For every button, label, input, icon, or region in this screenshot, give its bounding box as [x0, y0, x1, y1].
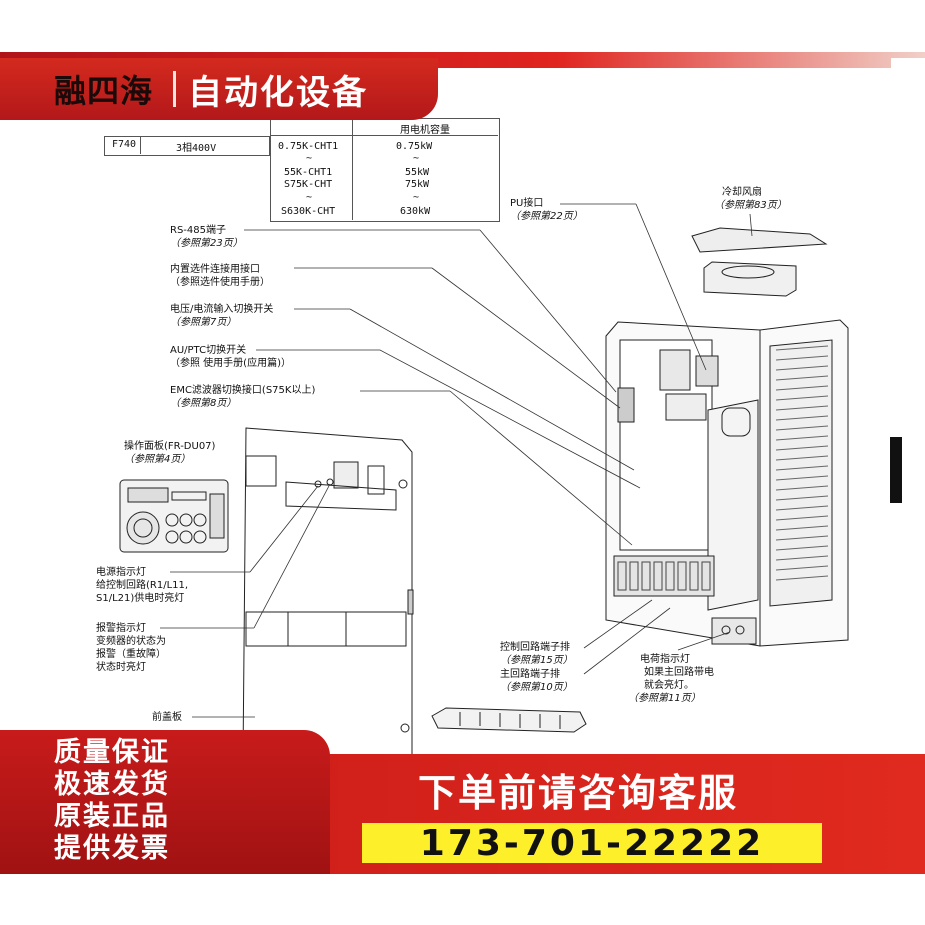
callout-emc-filter: EMC滤波器切换接口(S75K以上) （参照第8页） [170, 384, 315, 410]
inverter-body-drawing [605, 319, 849, 647]
promo-line-shipping: 极速发货 [54, 769, 170, 800]
promo-line-genuine: 原装正品 [54, 801, 170, 832]
spec-row-4-capacity: 630kW [400, 206, 431, 217]
callout-au-ptc: AU/PTC切换开关 （参照 使用手册(应用篇)） [170, 344, 291, 370]
charge-led-line-1: 电荷指示灯 [640, 654, 690, 665]
callout-option-title: 内置选件连接用接口 [170, 264, 260, 275]
front-cover-title: 前盖板 [152, 712, 182, 723]
callout-control-terminal: 控制回路端子排 （参照第15页） [500, 641, 573, 667]
callout-au-ref: （参照 使用手册(应用篇)） [170, 358, 291, 369]
spec-model: F740 [112, 139, 137, 150]
callout-main-terminal: 主回路端子排 （参照第10页） [500, 668, 573, 694]
callout-front-cover: 前盖板 [152, 711, 182, 724]
callout-cooling-fan: 冷却风扇 （参照第83页） [714, 186, 787, 212]
spec-phase: 3相400V [176, 143, 217, 154]
spec-row-3-capacity: 75kW [405, 179, 430, 190]
spec-tilde-4: ~ [413, 192, 420, 203]
callout-vi-switch: 电压/电流输入切换开关 （参照第7页） [170, 303, 273, 329]
callout-emc-title: EMC滤波器切换接口(S75K以上) [170, 385, 316, 396]
charge-led-ref: （参照第11页） [628, 693, 701, 704]
callout-power-led: 电源指示灯 给控制回路(R1/L11, S1/L21)供电时亮灯 [96, 566, 188, 605]
charge-led-line-3: 就会亮灯。 [644, 680, 694, 691]
phone-highlight [362, 823, 822, 863]
callout-rs485-ref: （参照第23页） [170, 238, 243, 249]
brand-slogan: 自动化设备 [188, 72, 369, 113]
alarm-led-line-2: 变频器的状态为 [96, 636, 166, 647]
callout-option-ref: （参照选件使用手册） [170, 277, 270, 288]
brand-name: 融四海 [54, 72, 154, 110]
callout-operation-panel: 操作面板(FR-DU07) （参照第4页） [124, 440, 215, 466]
callout-fan-title: 冷却风扇 [722, 187, 762, 198]
callout-pu-port: PU接口 （参照第22页） [510, 197, 583, 223]
callout-vi-title: 电压/电流输入切换开关 [170, 304, 274, 315]
callout-panel-ref: （参照第4页） [124, 454, 191, 465]
brand-banner: 融四海 自动化设备 [0, 58, 438, 120]
spec-tilde-1: ~ [306, 153, 313, 164]
spec-row-2-capacity: 55kW [405, 167, 430, 178]
ctrl-terminal-title: 控制回路端子排 [500, 642, 570, 653]
leader-lines [160, 203, 753, 718]
callout-pu-ref: （参照第22页） [510, 211, 583, 222]
power-led-line-3: S1/L21)供电时亮灯 [96, 593, 185, 604]
page-tab-marker [890, 437, 902, 503]
charge-led-line-2: 如果主回路带电 [644, 667, 714, 678]
callout-alarm-led: 报警指示灯 变频器的状态为 报警（重故障） 状态时亮灯 [96, 622, 166, 674]
spec-row-1-capacity: 0.75kW [396, 141, 433, 152]
callout-option-connector: 内置选件连接用接口 （参照选件使用手册） [170, 263, 270, 289]
alarm-led-line-1: 报警指示灯 [96, 623, 146, 634]
promo-call-to-action: 下单前请咨询客服 [418, 771, 739, 815]
spec-tilde-3: ~ [306, 192, 313, 203]
promo-line-invoice: 提供发票 [54, 833, 170, 864]
operation-panel-drawing [119, 479, 229, 553]
callout-rs485-title: RS-485端子 [170, 225, 226, 236]
promo-left-panel: 质量保证 极速发货 原装正品 提供发票 [0, 730, 330, 874]
cooling-fan-drawing [691, 227, 828, 297]
spec-row-3-model: S75K-CHT [284, 179, 333, 190]
power-led-line-2: 给控制回路(R1/L11, [96, 580, 189, 591]
callout-charge-led: 电荷指示灯 如果主回路带电 就会亮灯。 （参照第11页） [628, 653, 714, 705]
main-terminal-title: 主回路端子排 [500, 669, 560, 680]
callout-fan-ref: （参照第83页） [714, 200, 787, 211]
promo-line-quality: 质量保证 [54, 737, 170, 768]
callout-rs485: RS-485端子 （参照第23页） [170, 224, 243, 250]
callout-panel-title: 操作面板(FR-DU07) [124, 441, 216, 452]
callout-emc-ref: （参照第8页） [170, 398, 237, 409]
ctrl-terminal-ref: （参照第15页） [500, 655, 573, 666]
spec-header-right: 用电机容量 [400, 125, 450, 136]
promo-phone-number[interactable]: 173-701-22222 [419, 823, 765, 864]
main-terminal-ref: （参照第10页） [500, 682, 573, 693]
callout-vi-ref: （参照第7页） [170, 317, 237, 328]
spec-row-4-model: S630K-CHT [281, 206, 336, 217]
front-cover-drawing [242, 427, 414, 761]
alarm-led-line-3: 报警（重故障） [96, 649, 166, 660]
callout-au-title: AU/PTC切换开关 [170, 345, 247, 356]
spec-row-2-model: 55K-CHT1 [284, 167, 333, 178]
spec-row-1-model: 0.75K-CHT1 [278, 141, 339, 152]
spec-tilde-2: ~ [413, 153, 420, 164]
callout-pu-title: PU接口 [510, 198, 544, 209]
power-led-line-1: 电源指示灯 [96, 567, 146, 578]
banner-divider [173, 71, 177, 107]
wiring-cover-drawing [431, 707, 587, 733]
alarm-led-line-4: 状态时亮灯 [96, 662, 146, 673]
